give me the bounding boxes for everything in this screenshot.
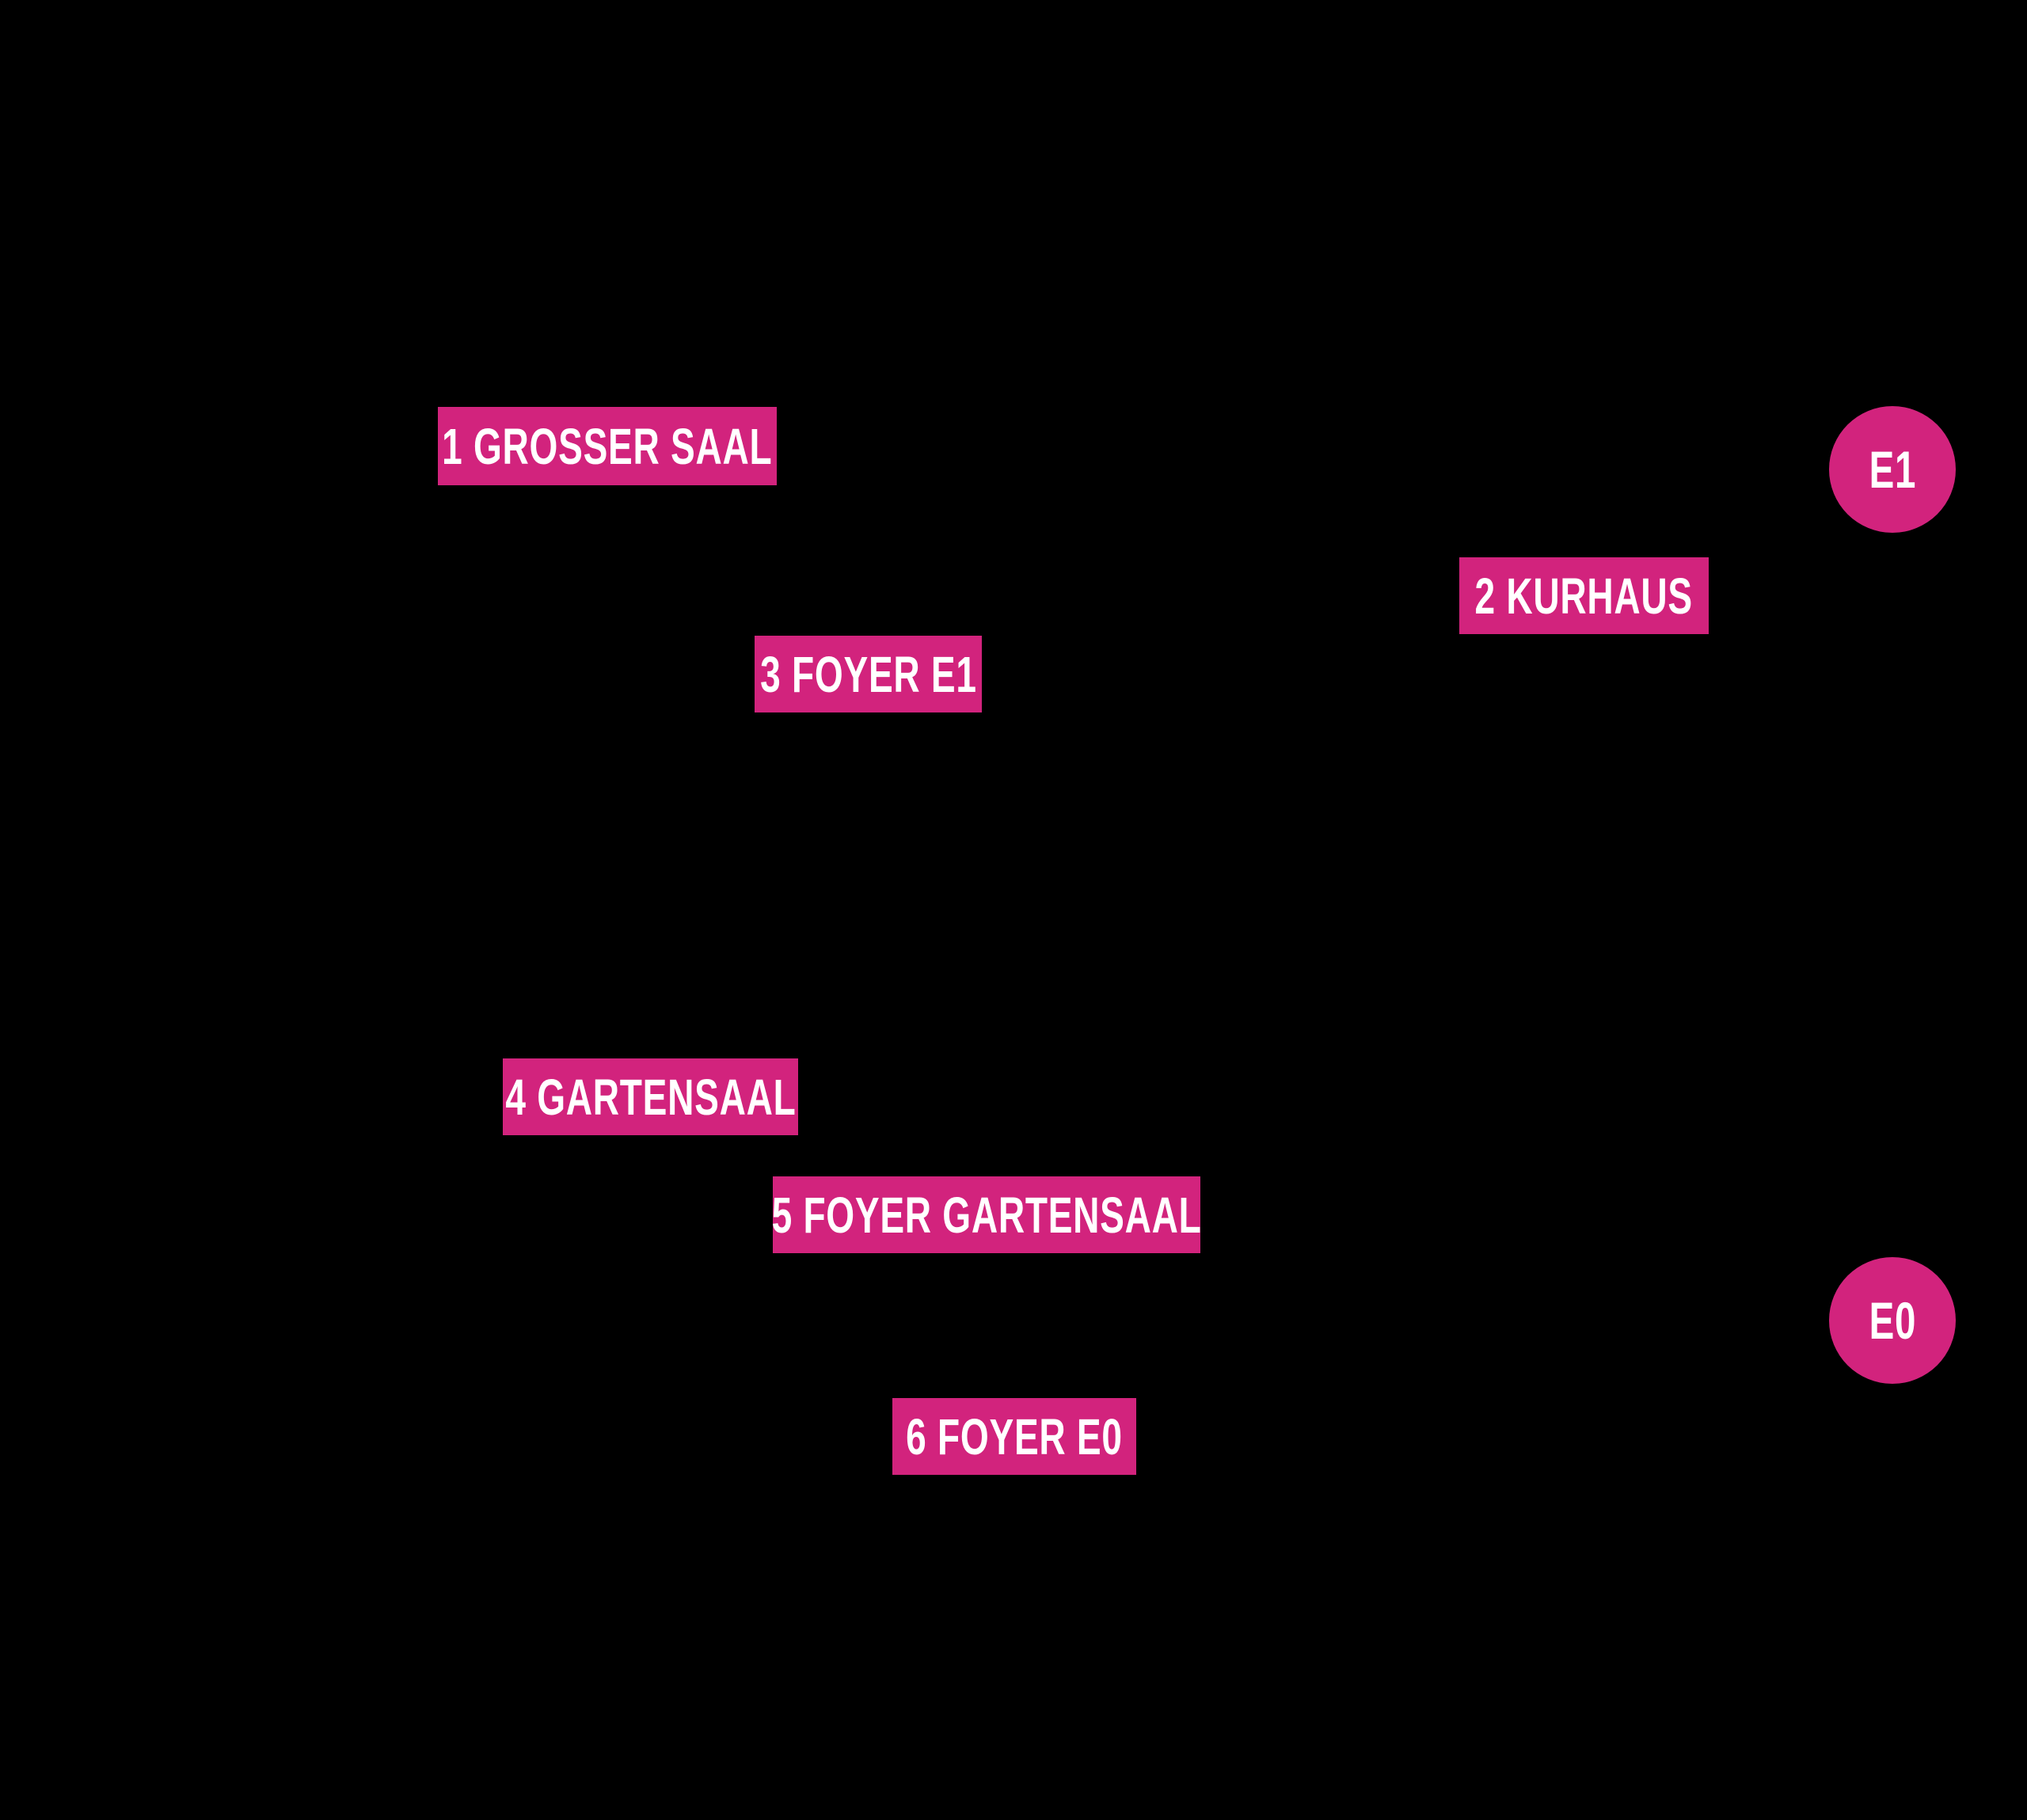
floor-badge-e1: E1	[1829, 406, 1956, 533]
label-foyer-e1-text: 3 FOYER E1	[759, 645, 977, 703]
label-foyer-e0: 6 FOYER E0	[892, 1398, 1136, 1475]
label-foyer-gartensaal-text: 5 FOYER GARTENSAAL	[771, 1186, 1202, 1244]
floor-badge-e0: E0	[1829, 1257, 1956, 1384]
floor-badge-e0-text: E0	[1869, 1291, 1916, 1350]
label-grosser-saal-text: 1 GROSSER SAAL	[442, 417, 773, 475]
label-kurhaus-text: 2 KURHAUS	[1474, 567, 1694, 625]
label-gartensaal-text: 4 GARTENSAAL	[504, 1068, 797, 1126]
label-foyer-e0-text: 6 FOYER E0	[906, 1408, 1123, 1465]
label-gartensaal: 4 GARTENSAAL	[503, 1058, 798, 1135]
label-foyer-gartensaal: 5 FOYER GARTENSAAL	[771, 1176, 1202, 1253]
label-grosser-saal: 1 GROSSER SAAL	[438, 407, 777, 485]
floor-badge-e1-text: E1	[1869, 440, 1916, 499]
label-foyer-e1: 3 FOYER E1	[755, 636, 982, 712]
label-kurhaus: 2 KURHAUS	[1459, 557, 1709, 634]
